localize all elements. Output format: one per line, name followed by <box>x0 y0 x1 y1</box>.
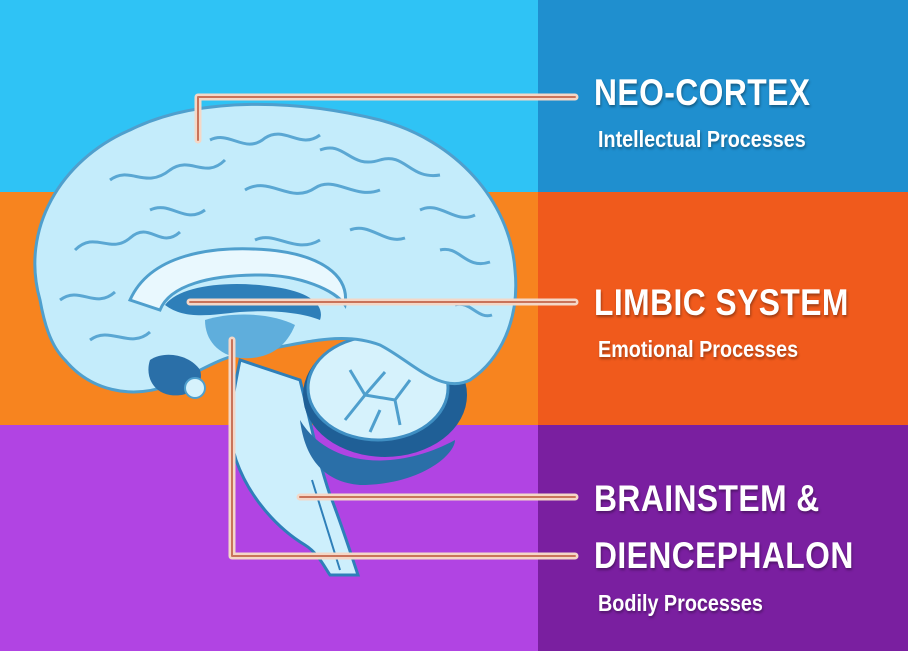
limbic-subtitle: Emotional Processes <box>598 336 798 363</box>
cerebrum <box>35 104 516 398</box>
brainstem-title-line1: BRAINSTEM & <box>594 478 820 520</box>
neo-cortex-title: NEO-CORTEX <box>594 72 810 114</box>
brainstem-subtitle: Bodily Processes <box>598 590 763 617</box>
neo-cortex-subtitle: Intellectual Processes <box>598 126 806 153</box>
brainstem-title-line2: DIENCEPHALON <box>594 535 854 577</box>
limbic-title: LIMBIC SYSTEM <box>594 282 849 324</box>
